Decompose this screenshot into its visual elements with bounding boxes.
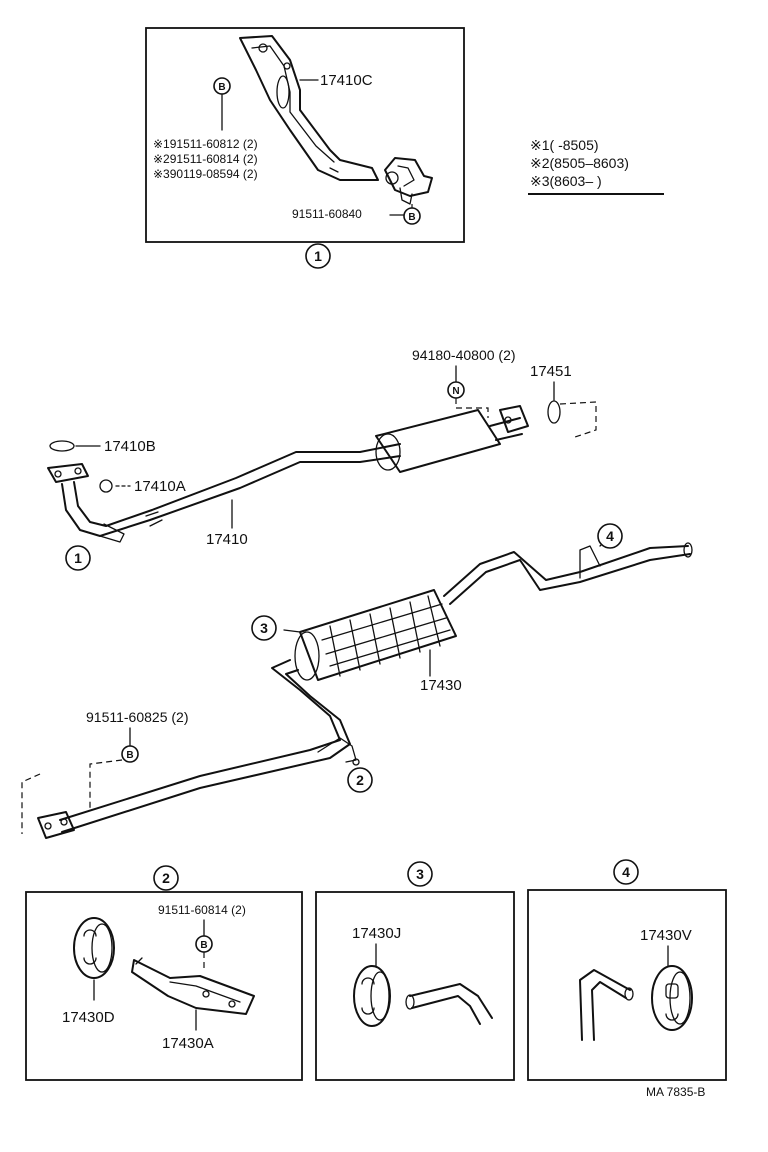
bolt-list-item-1: ※191511-60812 (2) — [153, 137, 258, 151]
callout-1-text: 1 — [74, 550, 82, 566]
bolt-91511-60825-label: 91511-60825 (2) — [86, 709, 188, 725]
callout-2-text: 2 — [356, 772, 364, 788]
bolt-marker-b-text: B — [218, 82, 225, 93]
diagram-code: MA 7835-B — [646, 1085, 705, 1099]
bolt-marker-b-text: B — [408, 212, 415, 223]
part-17410-label: 17410 — [206, 531, 248, 548]
detail-2-frame — [25, 891, 303, 1081]
bolt-marker-b-text: B — [126, 750, 133, 761]
rubber-mount-17430j-icon — [353, 965, 391, 1027]
part-17410c-label: 17410C — [320, 72, 373, 89]
callout-1-icon — [305, 243, 331, 269]
part-17430j-label: 17430J — [352, 925, 401, 942]
bolt-list-item-2: ※291511-60814 (2) — [153, 152, 258, 166]
part-17430-label: 17430 — [420, 677, 462, 694]
detail-4-frame — [527, 889, 727, 1081]
bolt-91511-60814-label: 91511-60814 (2) — [158, 903, 246, 917]
rubber-mount-17430v-icon — [651, 965, 693, 1031]
part-94180-40800-label: 94180-40800 (2) — [412, 347, 516, 363]
gasket-17410b-icon — [49, 440, 75, 452]
pipe-stub-icon — [405, 983, 493, 1025]
legend-row-2: ※2(8505–8603) — [530, 155, 629, 171]
detail-3-panel: 17430J — [315, 891, 515, 1081]
bolt-list-item-3: ※390119-08594 (2) — [153, 167, 258, 181]
legend-row-3: ※3(8603– ) — [530, 173, 602, 189]
part-17410b-label: 17410B — [104, 438, 156, 455]
callout-4-text: 4 — [606, 528, 614, 544]
callout-1-text: 1 — [314, 248, 322, 264]
part-17430d-label: 17430D — [62, 1009, 115, 1026]
callout-3-icon — [407, 861, 433, 887]
bracket-17430a-icon — [131, 957, 255, 1015]
callout-3-text: 3 — [260, 620, 268, 636]
callout-4-text: 4 — [622, 864, 630, 880]
bolt-marker-b-text: B — [200, 940, 207, 951]
callout-3-text: 3 — [416, 866, 424, 882]
bolt-marker-b-icon — [121, 745, 139, 763]
part-17451-label: 17451 — [530, 363, 572, 380]
center-muffler-icon — [375, 409, 501, 473]
part-17410a-label: 17410A — [134, 478, 186, 495]
callout-2-text: 2 — [162, 870, 170, 886]
bolt-marker-b-icon — [403, 207, 421, 225]
rear-flange-icon — [499, 405, 529, 433]
callout-4-icon — [613, 859, 639, 885]
tail-pipe-assembly: 17430 91511-60825 (2) B — [21, 539, 693, 839]
detail-4-panel: 17430V — [527, 889, 727, 1081]
detail-1-panel: 17410C B ※191511-60812 (2) ※291511-60814… — [145, 27, 465, 243]
callout-2-icon — [347, 767, 373, 793]
main-muffler-icon — [299, 589, 457, 681]
rubber-mount-17430d-icon — [73, 917, 115, 979]
callout-3-icon — [251, 615, 277, 641]
nut-17410a-icon — [99, 479, 113, 493]
detail-3-frame — [315, 891, 515, 1081]
nut-marker-n-text: N — [452, 386, 459, 397]
front-flange-2-icon — [37, 811, 75, 839]
callout-4-icon — [597, 523, 623, 549]
detail-2-panel: 17430D 91511-60814 (2) B 17430A — [25, 891, 303, 1081]
front-pipe-assembly: 17410B 17410A 17410 94180-40800 (2) N 17… — [47, 347, 597, 548]
hanger-rod-icon — [579, 969, 634, 1041]
bolt-91511-60840-label: 91511-60840 — [292, 207, 362, 221]
legend-row-1: ※1( -8505) — [530, 137, 599, 153]
date-legend: ※1( -8505) ※2(8505–8603) ※3(8603– ) — [528, 137, 664, 195]
detail-1-frame — [145, 27, 465, 243]
hanger-clamp-icon — [384, 157, 433, 205]
callout-1-icon — [65, 545, 91, 571]
bracket-17410c-icon — [239, 35, 379, 181]
part-17430v-label: 17430V — [640, 927, 692, 944]
gasket-17451-icon — [547, 400, 561, 424]
front-flange-icon — [47, 463, 89, 483]
part-17430a-label: 17430A — [162, 1035, 214, 1052]
callout-2-icon — [153, 865, 179, 891]
